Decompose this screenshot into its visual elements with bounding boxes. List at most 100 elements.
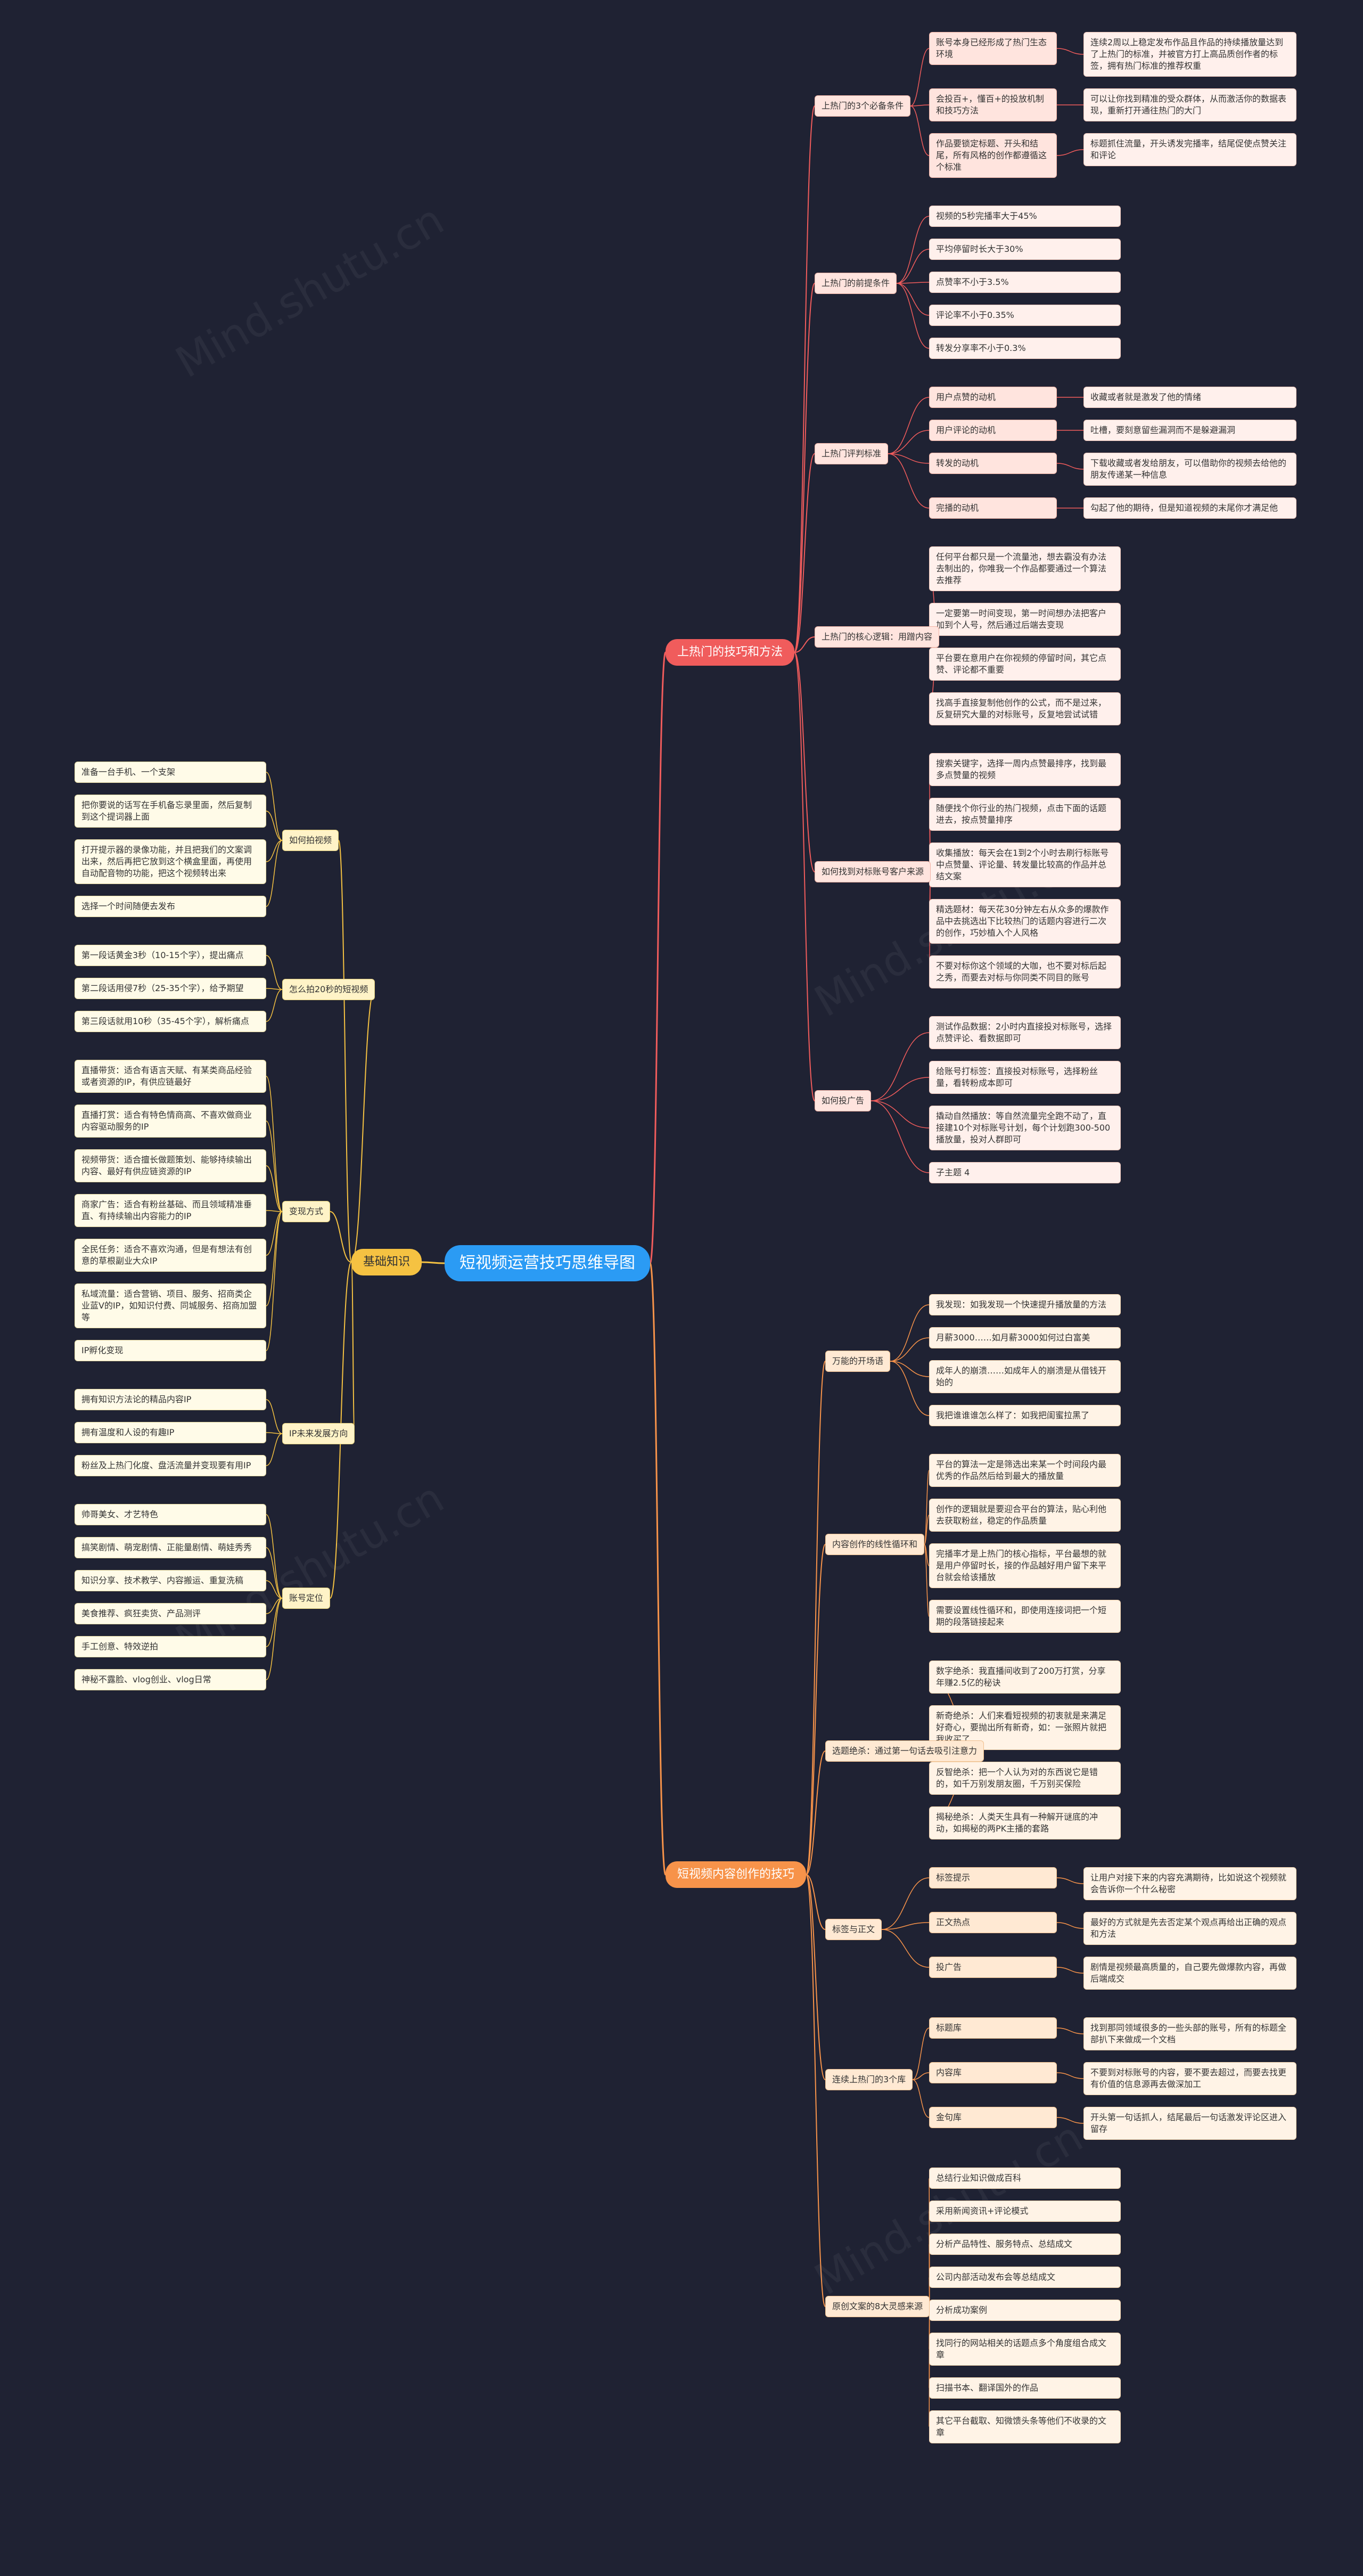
leaf-node[interactable]: 成年人的崩溃……如成年人的崩溃是从借钱开始的 xyxy=(929,1360,1121,1393)
leaf-node[interactable]: 第一段话黄金3秒（10-15个字），提出痛点 xyxy=(75,945,266,966)
detail-node[interactable]: 收藏或者就是激发了他的情绪 xyxy=(1083,387,1296,408)
leaf-node[interactable]: 任何平台都只是一个流量池，想去霸没有办法去制出的，你唯我一个作品都要通过一个算法… xyxy=(929,546,1121,591)
leaf-node[interactable]: 创作的逻辑就是要迎合平台的算法，贴心利他去获取粉丝，稳定的作品质量 xyxy=(929,1499,1121,1532)
leaf-node[interactable]: 找同行的网站相关的话题点多个角度组合成文章 xyxy=(929,2333,1121,2366)
leaf-node[interactable]: 撬动自然播放：等自然流量完全跑不动了，直接建10个对标账号计划，每个计划跑300… xyxy=(929,1106,1121,1150)
detail-node[interactable]: 可以让你找到精准的受众群体，从而激活你的数据表现，重新打开通往热门的大门 xyxy=(1083,88,1296,121)
leaf-node[interactable]: 我把谁谁谁怎么样了：如我把闺蜜拉黑了 xyxy=(929,1405,1121,1426)
leaf-node[interactable]: 测试作品数据：2小时内直接投对标账号，选择点赞评论、看数据即可 xyxy=(929,1016,1121,1049)
leaf-node[interactable]: 第二段话用侵7秒（25-35个字），给予期望 xyxy=(75,978,266,999)
leaf-node[interactable]: 美食推荐、疯狂卖货、产品测评 xyxy=(75,1603,266,1624)
leaf-node[interactable]: IP孵化变现 xyxy=(75,1340,266,1361)
topic-node[interactable]: 转发的动机 xyxy=(929,453,1057,474)
branch-hot[interactable]: 上热门的技巧和方法 xyxy=(666,639,795,666)
leaf-node[interactable]: 直播打赏：适合有特色情商高、不喜欢做商业内容驱动服务的IP xyxy=(75,1105,266,1138)
leaf-node[interactable]: 私域流量：适合营销、项目、服务、招商类企业蓝V的IP，如知识付费、同城服务、招商… xyxy=(75,1283,266,1328)
leaf-node[interactable]: 数字绝杀：我直播间收到了200万打赏，分享年赚2.5亿的秘诀 xyxy=(929,1661,1121,1694)
leaf-node[interactable]: 完播率才是上热门的核心指标，平台最想的就是用户停留时长，接的作品越好用户留下来平… xyxy=(929,1543,1121,1588)
group-node[interactable]: 原创文案的8大灵感来源 xyxy=(825,2296,930,2317)
leaf-node[interactable]: 神秘不露脸、vlog创业、vlog日常 xyxy=(75,1669,266,1690)
leaf-node[interactable]: 拥有知识方法论的精品内容IP xyxy=(75,1389,266,1410)
detail-node[interactable]: 标题抓住流量，开头诱发完播率，结尾促使点赞关注和评论 xyxy=(1083,133,1296,166)
leaf-node[interactable]: 搜索关键字，选择一周内点赞最排序，找到最多点赞量的视频 xyxy=(929,753,1121,786)
detail-node[interactable]: 吐槽，要刻意留些漏洞而不是躲避漏洞 xyxy=(1083,420,1296,441)
detail-node[interactable]: 最好的方式就是先去否定某个观点再给出正确的观点和方法 xyxy=(1083,1912,1296,1945)
leaf-node[interactable]: 总结行业知识做成百科 xyxy=(929,2168,1121,2189)
topic-node[interactable]: 正文热点 xyxy=(929,1912,1057,1933)
leaf-node[interactable]: 给账号打标签：直接投对标账号，选择粉丝量，看转粉成本即可 xyxy=(929,1061,1121,1094)
leaf-node[interactable]: 随便找个你行业的热门视频，点击下面的话题进去，按点赞量排序 xyxy=(929,798,1121,831)
leaf-node[interactable]: 知识分享、技术教学、内容搬运、重复洗稿 xyxy=(75,1570,266,1591)
leaf-node[interactable]: 点赞率不小于3.5% xyxy=(929,272,1121,293)
leaf-node[interactable]: 视频带货：适合擅长做题策划、能够持续输出内容、最好有供应链资源的IP xyxy=(75,1149,266,1182)
leaf-node[interactable]: 转发分享率不小于0.3% xyxy=(929,338,1121,359)
leaf-node[interactable]: 选择一个时间随便去发布 xyxy=(75,896,266,917)
topic-node[interactable]: 用户点赞的动机 xyxy=(929,387,1057,408)
leaf-node[interactable]: 月薪3000……如月薪3000如何过白富美 xyxy=(929,1327,1121,1348)
leaf-node[interactable]: 平均停留时长大于30% xyxy=(929,239,1121,260)
leaf-node[interactable]: 精选题材：每天花30分钟左右从众多的爆款作品中去挑选出下比较热门的话题内容进行二… xyxy=(929,899,1121,944)
leaf-node[interactable]: 找高手直接复制他创作的公式，而不是过来，反复研究大量的对标账号，反复地尝试试错 xyxy=(929,692,1121,725)
detail-node[interactable]: 开头第一句话抓人，结尾最后一句话激发评论区进入留存 xyxy=(1083,2107,1296,2140)
group-node[interactable]: 怎么拍20秒的短视频 xyxy=(282,979,375,1000)
leaf-node[interactable]: 打开提示器的录像功能，并且把我们的文案调出来，然后再把它放到这个横盒里面，再使用… xyxy=(75,839,266,884)
leaf-node[interactable]: 第三段话就用10秒（35-45个字），解析痛点 xyxy=(75,1011,266,1032)
topic-node[interactable]: 投广告 xyxy=(929,1957,1057,1978)
leaf-node[interactable]: 反智绝杀：把一个人认为对的东西说它是错的，如千万别发朋友圈，千万别买保险 xyxy=(929,1762,1121,1795)
leaf-node[interactable]: 粉丝及上热门化度、盘活流量并变现要有用IP xyxy=(75,1455,266,1476)
leaf-node[interactable]: 其它平台截取、知微馈头条等他们不收录的文章 xyxy=(929,2410,1121,2443)
leaf-node[interactable]: 揭秘绝杀：人类天生具有一种解开谜底的冲动，如揭秘的两PK主播的套路 xyxy=(929,1806,1121,1839)
leaf-node[interactable]: 新奇绝杀：人们来看短视频的初衷就是来满足好奇心，要抛出所有新奇，如：一张照片就把… xyxy=(929,1705,1121,1750)
leaf-node[interactable]: 准备一台手机、一个支架 xyxy=(75,762,266,783)
group-node[interactable]: 上热门的核心逻辑：用蹭内容 xyxy=(815,626,940,648)
topic-node[interactable]: 内容库 xyxy=(929,2062,1057,2083)
leaf-node[interactable]: 需要设置线性循环和，即使用连接词把一个短期的段落链接起来 xyxy=(929,1600,1121,1633)
leaf-node[interactable]: 评论率不小于0.35% xyxy=(929,305,1121,326)
leaf-node[interactable]: 拥有温度和人设的有趣IP xyxy=(75,1422,266,1443)
group-node[interactable]: 如何找到对标账号客户来源 xyxy=(815,861,931,882)
leaf-node[interactable]: 平台的算法一定是筛选出来某一个时间段内最优秀的作品然后给到最大的播放量 xyxy=(929,1454,1121,1487)
leaf-node[interactable]: 收集播放：每天会在1到2个小时去刷行标账号中点赞量、评论量、转发量比较高的作品并… xyxy=(929,843,1121,887)
leaf-node[interactable]: 搞笑剧情、萌宠剧情、正能量剧情、萌娃秀秀 xyxy=(75,1537,266,1558)
topic-node[interactable]: 完播的动机 xyxy=(929,497,1057,519)
group-node[interactable]: 上热门的前提条件 xyxy=(815,273,897,294)
leaf-node[interactable]: 全民任务：适合不喜欢沟通，但是有想法有创意的草根副业大众IP xyxy=(75,1239,266,1272)
leaf-node[interactable]: 帅哥美女、才艺特色 xyxy=(75,1504,266,1525)
group-node[interactable]: 如何拍视频 xyxy=(282,830,339,851)
group-node[interactable]: 连续上热门的3个库 xyxy=(825,2069,913,2090)
leaf-node[interactable]: 分析成功案例 xyxy=(929,2300,1121,2321)
leaf-node[interactable]: 分析产品特性、服务特点、总结成文 xyxy=(929,2234,1121,2255)
group-node[interactable]: 如何投广告 xyxy=(815,1090,872,1111)
detail-node[interactable]: 下载收藏或者发给朋友，可以借助你的视频去给他的朋友传递某一种信息 xyxy=(1083,453,1296,486)
root-node[interactable]: 短视频运营技巧思维导图 xyxy=(445,1245,650,1281)
detail-node[interactable]: 让用户对接下来的内容充满期待，比如说这个视频就会告诉你一个什么秘密 xyxy=(1083,1867,1296,1900)
detail-node[interactable]: 连续2周以上稳定发布作品且作品的持续播放量达到了上热门的标准，并被官方打上高品质… xyxy=(1083,32,1296,77)
leaf-node[interactable]: 视频的5秒完播率大于45% xyxy=(929,206,1121,227)
group-node[interactable]: 变现方式 xyxy=(282,1201,331,1222)
group-node[interactable]: 选题绝杀：通过第一句话去吸引注意力 xyxy=(825,1740,984,1762)
branch-content[interactable]: 短视频内容创作的技巧 xyxy=(666,1861,807,1888)
group-node[interactable]: 账号定位 xyxy=(282,1588,331,1609)
topic-node[interactable]: 账号本身已经形成了热门生态环境 xyxy=(929,32,1057,65)
topic-node[interactable]: 金句库 xyxy=(929,2107,1057,2128)
topic-node[interactable]: 标签提示 xyxy=(929,1867,1057,1888)
detail-node[interactable]: 剧情是视频最高质量的，自己要先做爆款内容，再做后端成交 xyxy=(1083,1957,1296,1990)
detail-node[interactable]: 找到那同领域很多的一些头部的账号，所有的标题全部扒下来做成一个文档 xyxy=(1083,2017,1296,2050)
leaf-node[interactable]: 扫描书本、翻译国外的作品 xyxy=(929,2377,1121,2399)
topic-node[interactable]: 会投百+，懂百+的投放机制和技巧方法 xyxy=(929,88,1057,121)
group-node[interactable]: 上热门的3个必备条件 xyxy=(815,95,911,117)
detail-node[interactable]: 不要到对标账号的内容，要不要去超过，而要去找更有价值的信息源再去做深加工 xyxy=(1083,2062,1296,2095)
group-node[interactable]: 万能的开场语 xyxy=(825,1351,891,1372)
leaf-node[interactable]: 平台要在意用户在你视频的停留时间，其它点赞、评论都不重要 xyxy=(929,648,1121,681)
group-node[interactable]: IP未来发展方向 xyxy=(282,1423,355,1444)
topic-node[interactable]: 作品要锁定标题、开头和结尾，所有风格的创作都遵循这个标准 xyxy=(929,133,1057,178)
group-node[interactable]: 上热门评判标准 xyxy=(815,443,889,464)
leaf-node[interactable]: 子主题 4 xyxy=(929,1162,1121,1183)
leaf-node[interactable]: 手工创意、特效逆拍 xyxy=(75,1636,266,1657)
leaf-node[interactable]: 公司内部活动发布会等总结成文 xyxy=(929,2267,1121,2288)
leaf-node[interactable]: 把你要说的话写在手机备忘录里面，然后复制到这个提词器上面 xyxy=(75,795,266,828)
detail-node[interactable]: 勾起了他的期待，但是知道视频的末尾你才满足他 xyxy=(1083,497,1296,519)
topic-node[interactable]: 用户评论的动机 xyxy=(929,420,1057,441)
leaf-node[interactable]: 不要对标你这个领域的大咖，也不要对标后起之秀，而要去对标与你同类不同目的账号 xyxy=(929,955,1121,988)
leaf-node[interactable]: 商家广告：适合有粉丝基础、而且领域精准垂直、有持续输出内容能力的IP xyxy=(75,1194,266,1227)
